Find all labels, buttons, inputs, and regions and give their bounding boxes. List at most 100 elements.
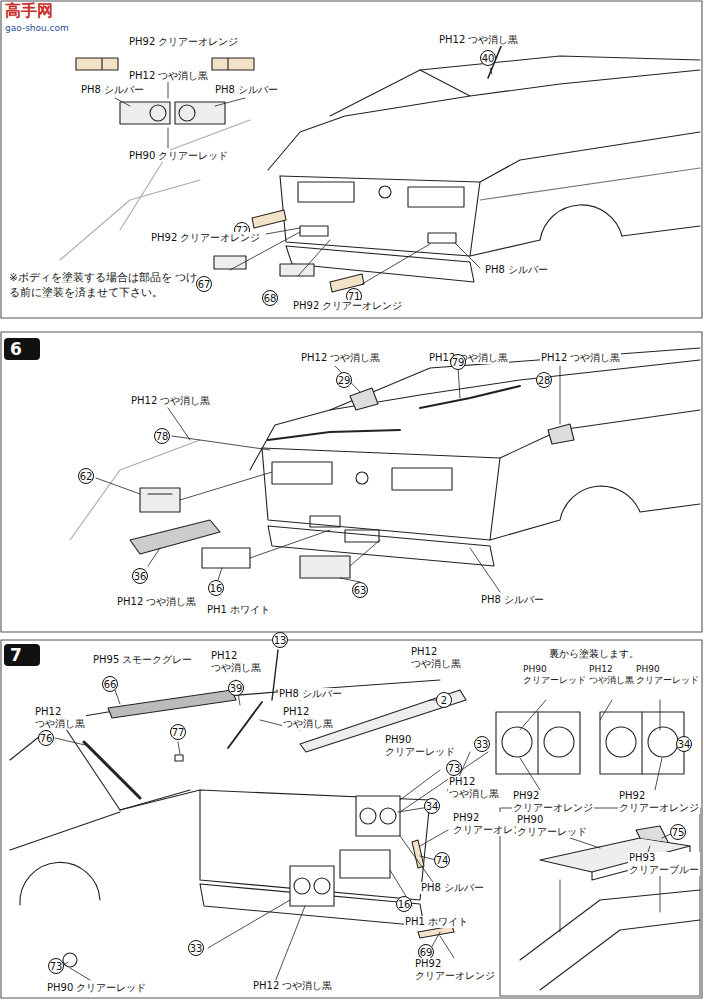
drawing-stroke [168, 128, 169, 148]
paint-label: PH92 クリアーオレンジ [414, 958, 496, 982]
callout-number: 76 [38, 730, 54, 746]
paint-label: PH90 クリアーレッド [384, 734, 456, 758]
drawing-stroke [540, 205, 622, 240]
drawing-stroke [428, 233, 456, 243]
lightbar-inset [520, 826, 700, 990]
callout-number: 28 [536, 372, 552, 388]
paint-label: PH90 クリアーレッド [522, 664, 587, 686]
drawing-stroke [148, 548, 160, 566]
drawing-stroke [120, 102, 170, 124]
drawing-stroke [660, 700, 661, 730]
drawing-stroke [20, 862, 100, 905]
drawing-stroke [300, 226, 328, 236]
callout-number: 33 [188, 940, 204, 956]
callout-number: 16 [208, 580, 224, 596]
callout-number: 16 [396, 896, 412, 912]
paint-label: PH12 つや消し黒 [210, 650, 262, 674]
drawing-stroke [272, 462, 332, 484]
drawing-stroke [540, 920, 700, 990]
drawing-stroke [420, 386, 520, 408]
drawing-stroke [600, 700, 612, 720]
watermark: 高手网 [4, 2, 54, 20]
callout-number: 34 [424, 798, 440, 814]
drawing-stroke [280, 176, 480, 256]
drawing-stroke [636, 826, 668, 842]
paint-label: PH12 つや消し黒 [252, 980, 333, 992]
paint-label: PH92 クリアーオレンジ [292, 300, 403, 312]
callout-number: 33 [474, 736, 490, 752]
drawing-stroke [202, 548, 250, 568]
drawing-stroke [218, 568, 222, 580]
callout-number: 29 [336, 372, 352, 388]
paint-label: PH90 クリアーレッド [46, 982, 147, 994]
drawing-stroke [350, 540, 380, 566]
callout-number: 13 [272, 632, 288, 648]
drawing-stroke [262, 410, 700, 458]
section7-leaders [55, 676, 675, 982]
drawing-stroke [268, 430, 400, 440]
step-number: 6 [4, 338, 40, 360]
drawing-stroke [400, 770, 440, 800]
paint-label: PH92 クリアーオレンジ [618, 790, 700, 814]
paint-label: PH1 ホワイト [404, 916, 469, 928]
section6-car [70, 348, 700, 578]
drawing-stroke [544, 727, 574, 757]
drawing-stroke [63, 953, 77, 967]
drawing-stroke [412, 840, 424, 868]
drawing-stroke [310, 516, 340, 527]
drawing-stroke [10, 812, 120, 850]
drawing-stroke [179, 105, 195, 121]
drawing-stroke [1, 640, 702, 998]
drawing-stroke [360, 808, 376, 824]
drawing-stroke [560, 880, 561, 932]
paint-label: PH1 ホワイト [206, 604, 271, 616]
drawing-stroke [172, 436, 270, 450]
paint-label: PH8 シルバー [214, 84, 279, 96]
note-text: ※ボディを塗装する場合は部品を つける前に塗装を済ませて下さい。 [8, 270, 200, 300]
drawing-stroke [655, 758, 662, 790]
drawing-stroke [250, 360, 700, 470]
drawing-stroke [298, 240, 330, 276]
paint-label: PH12 つや消し黒 [282, 706, 334, 730]
drawing-stroke [420, 70, 470, 96]
callout-number: 66 [102, 676, 118, 692]
paint-label: PH12 つや消し黒 [116, 596, 197, 608]
drawing-stroke [641, 712, 642, 774]
drawing-stroke [330, 348, 700, 410]
drawing-stroke [168, 408, 190, 440]
drawing-stroke [280, 132, 700, 182]
paint-label: PH92 クリアーオレンジ [128, 36, 239, 48]
drawing-stroke [379, 186, 391, 198]
paint-label: PH12 つや消し黒 [300, 352, 381, 364]
drawing-stroke [228, 702, 262, 748]
drawing-stroke [60, 180, 200, 260]
paint-label: PH92 クリアーオレンジ [512, 790, 594, 814]
drawing-stroke [340, 850, 390, 878]
callout-number: 74 [434, 852, 450, 868]
drawing-stroke [420, 830, 448, 846]
paint-label: 裏から塗装します。 [548, 648, 640, 660]
drawing-stroke [115, 98, 130, 106]
paint-label: PH90 クリアーレッド [128, 150, 229, 162]
callout-number: 73 [48, 958, 64, 974]
drawing-stroke [76, 58, 118, 70]
paint-label: PH92 クリアーオレンジ [150, 232, 261, 244]
drawing-stroke [208, 900, 290, 948]
watermark: gao-shou.com [4, 22, 70, 34]
drawing-stroke [560, 366, 561, 424]
drawing-stroke [537, 712, 538, 774]
drawing-stroke [622, 226, 700, 236]
paint-label: PH12 つや消し黒 [34, 706, 86, 730]
section7-car [10, 650, 466, 967]
callout-number: 63 [352, 582, 368, 598]
drawing-stroke [268, 70, 700, 170]
drawing-stroke [266, 228, 300, 234]
paint-label: PH93 クリアーブルー [628, 852, 700, 876]
drawing-stroke [520, 758, 540, 790]
drawing-stroke [252, 210, 286, 228]
paint-label: PH95 スモークグレー [92, 654, 193, 666]
drawing-stroke [470, 548, 500, 592]
drawing-stroke [214, 256, 246, 269]
